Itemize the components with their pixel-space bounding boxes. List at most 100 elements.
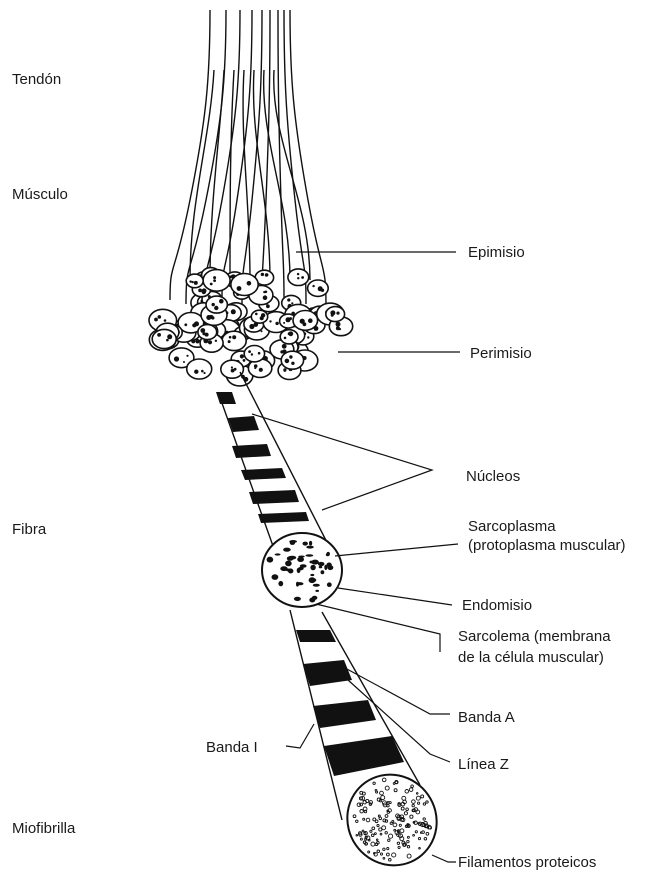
fascicle-fiber-dot bbox=[289, 355, 292, 358]
fascicle-bundle bbox=[222, 331, 246, 350]
muscle-cross-section bbox=[149, 268, 353, 386]
fascicle-fiber-dot bbox=[247, 281, 252, 286]
level-label-myofibril: Miofibrilla bbox=[12, 820, 76, 837]
fascicle-fiber-dot bbox=[297, 273, 299, 275]
sarcoplasm-speck bbox=[313, 584, 320, 587]
fascicle-fiber-dot bbox=[229, 336, 232, 339]
sarcoplasm-speck bbox=[327, 582, 332, 587]
sarcoplasm-speck bbox=[327, 565, 333, 570]
sarcoplasm-speck bbox=[298, 556, 305, 558]
fascicle-fiber-dot bbox=[339, 328, 341, 330]
fascicle-fiber-dot bbox=[228, 340, 231, 343]
label-sarcoplasm-line1: Sarcoplasma bbox=[468, 518, 556, 535]
fascicle-fiber-dot bbox=[265, 273, 268, 276]
sarcoplasm-speck bbox=[278, 581, 283, 586]
label-sarcolemma-line2: de la célula muscular) bbox=[458, 649, 604, 666]
sarcoplasm-speck bbox=[319, 566, 323, 569]
label-epimysium: Epimisio bbox=[468, 244, 525, 261]
tendon-muscle-strands bbox=[170, 10, 326, 308]
fascicle-fiber-dot bbox=[275, 322, 278, 325]
sarcoplasm-speck bbox=[267, 557, 274, 563]
fascicle-fiber-dot bbox=[191, 281, 193, 283]
fascicle-fiber-dot bbox=[282, 344, 287, 349]
fascicle-fiber-dot bbox=[336, 312, 339, 315]
fascicle-bundle bbox=[187, 359, 212, 379]
fascicle-fiber-dot bbox=[255, 313, 258, 316]
fascicle-bundle bbox=[280, 330, 298, 344]
fascicle-fiber-dot bbox=[231, 309, 236, 314]
fascicle-bundle bbox=[198, 325, 217, 340]
fascicle-fiber-dot bbox=[200, 328, 205, 333]
sarcoplasm-speck bbox=[309, 541, 312, 546]
fascicle-fiber-dot bbox=[157, 333, 161, 337]
fascicle-fiber-dot bbox=[263, 295, 268, 300]
muscle-fiber-upper bbox=[216, 372, 336, 560]
sarcoplasm-speck bbox=[288, 569, 293, 574]
fascicle-fiber-dot bbox=[183, 361, 185, 363]
fascicle-fiber-dot bbox=[213, 279, 216, 282]
fascicle-fiber-dot bbox=[198, 289, 202, 293]
fascicle-fiber-dot bbox=[263, 291, 265, 293]
sarcoplasm-speck bbox=[275, 553, 281, 555]
label-z-line: Línea Z bbox=[458, 756, 509, 773]
fascicle-fiber-dot bbox=[219, 299, 224, 304]
fascicle-fiber-dot bbox=[189, 280, 191, 282]
sarcoplasm-speck bbox=[272, 574, 279, 580]
level-label-muscle: Músculo bbox=[12, 186, 68, 203]
fascicle-fiber-dot bbox=[301, 276, 304, 279]
sarcoplasm-speck bbox=[296, 582, 303, 585]
fascicle-fiber-dot bbox=[308, 318, 313, 323]
strand-line bbox=[186, 10, 226, 304]
strand-line bbox=[290, 10, 326, 308]
fascicle-fiber-dot bbox=[211, 316, 214, 319]
fascicle-fiber-dot bbox=[280, 350, 283, 353]
fascicle-fiber-dot bbox=[201, 370, 204, 373]
fascicle-fiber-dot bbox=[297, 277, 299, 279]
fascicle-fiber-dot bbox=[174, 356, 179, 361]
strand-line bbox=[278, 10, 284, 300]
fascicle-fiber-dot bbox=[164, 319, 167, 322]
fascicle-fiber-dot bbox=[184, 323, 187, 326]
fascicle-fiber-dot bbox=[291, 362, 294, 365]
fascicle-fiber-dot bbox=[248, 350, 251, 353]
sarcoplasm-speck bbox=[283, 548, 291, 552]
label-a-band: Banda A bbox=[458, 709, 515, 726]
strand-line bbox=[222, 10, 252, 300]
sarcoplasm-speck bbox=[297, 557, 304, 562]
fascicle-fiber-dot bbox=[208, 340, 212, 344]
inner-strand-line bbox=[230, 70, 234, 280]
sarcoplasm-speck bbox=[303, 542, 308, 546]
label-endomysium: Endomisio bbox=[462, 597, 532, 614]
fascicle-fiber-dot bbox=[254, 367, 256, 369]
fascicle-bundle bbox=[203, 270, 230, 292]
fascicle-fiber-dot bbox=[231, 366, 233, 368]
sarcoplasm-speck bbox=[300, 564, 307, 568]
sarcoplasm-speck bbox=[306, 546, 313, 549]
fascicle-fiber-dot bbox=[318, 286, 323, 291]
fascicle-fiber-dot bbox=[210, 283, 213, 286]
label-perimysium: Perimisio bbox=[470, 345, 532, 362]
sarcoplasm-speck bbox=[315, 590, 319, 592]
sarcoplasm-speck bbox=[294, 597, 301, 601]
fascicle-fiber-dot bbox=[213, 276, 216, 279]
fascicle-fiber-dot bbox=[283, 322, 285, 324]
level-label-fiber: Fibra bbox=[12, 521, 47, 538]
fascicle-fiber-dot bbox=[232, 335, 236, 339]
fascicle-fiber-dot bbox=[291, 302, 293, 304]
fascicle-fiber-dot bbox=[336, 322, 341, 327]
fascicle-fiber-dot bbox=[203, 372, 205, 374]
sarcoplasm-speck bbox=[326, 553, 330, 556]
fascicle-fiber-dot bbox=[167, 334, 172, 339]
label-i-band: Banda I bbox=[206, 739, 258, 756]
sarcoplasm-speck bbox=[313, 579, 317, 582]
strand-line bbox=[262, 10, 270, 308]
fascicle-fiber-dot bbox=[303, 322, 307, 326]
fascicle-bundle bbox=[231, 274, 258, 296]
fascicle-fiber-dot bbox=[158, 315, 162, 319]
sarcoplasm-speck bbox=[288, 556, 296, 560]
fiber-cross-section bbox=[262, 533, 342, 607]
fascicle-bundle bbox=[244, 346, 264, 362]
fascicle-fiber-dot bbox=[258, 352, 261, 355]
